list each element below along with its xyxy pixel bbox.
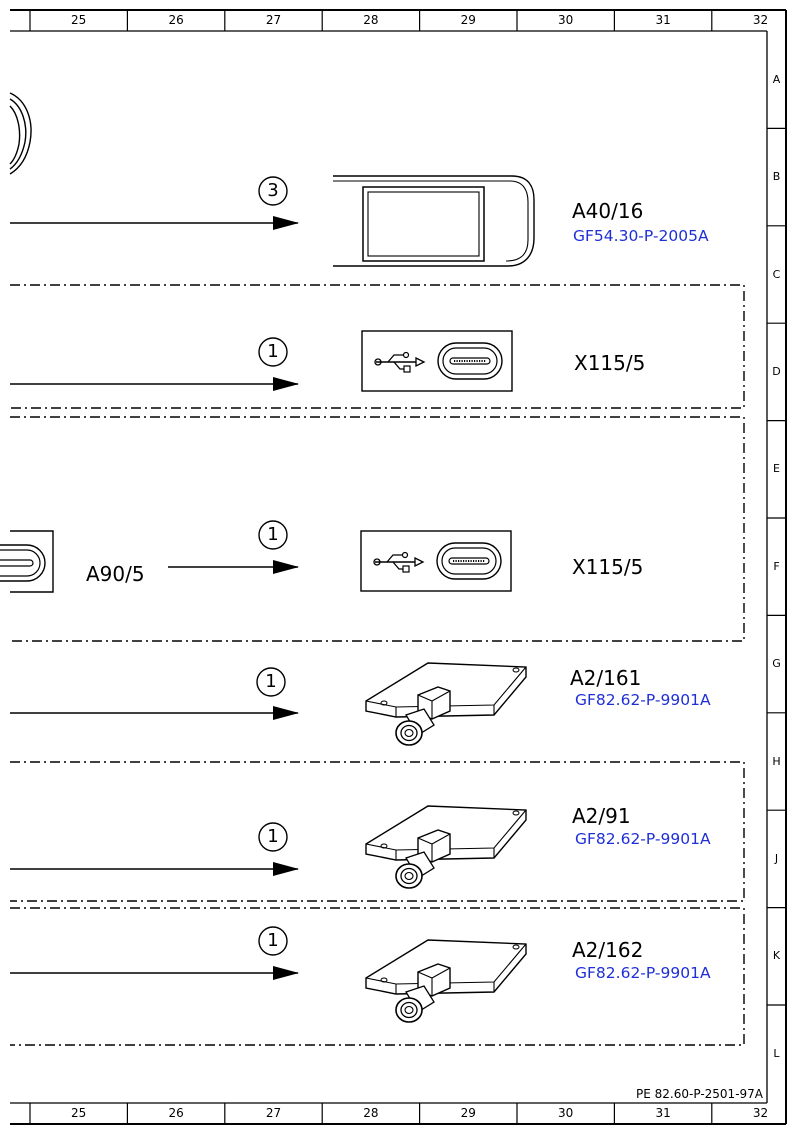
component-id-label: X115/5 — [574, 351, 646, 375]
column-label: 32 — [752, 13, 769, 27]
column-label: 28 — [363, 1106, 379, 1120]
column-label: 30 — [558, 1106, 574, 1120]
row-label: J — [774, 851, 779, 865]
component-id-label: A40/16 — [572, 199, 644, 223]
reference-link[interactable]: GF82.62-P-9901A — [575, 830, 711, 848]
drawing-frame — [10, 9, 787, 1125]
column-label: 28 — [363, 13, 379, 27]
column-label: 31 — [655, 1106, 671, 1120]
reference-link[interactable]: GF82.62-P-9901A — [575, 964, 711, 982]
column-label: 32 — [752, 1106, 769, 1120]
antenna-module-symbol — [365, 662, 527, 746]
antenna-module-symbol — [365, 939, 527, 1023]
drawing-number: PE 82.60-P-2501-97A — [636, 1087, 763, 1101]
column-label: 26 — [168, 13, 184, 27]
row-label: H — [772, 754, 781, 768]
display-unit-symbol — [333, 175, 535, 267]
partial-component-curve — [9, 92, 32, 175]
harness-boundaries — [10, 284, 745, 1046]
count-label: 1 — [265, 671, 277, 692]
column-label: 26 — [168, 1106, 184, 1120]
count-label: 1 — [267, 524, 279, 545]
count-label: 1 — [267, 826, 279, 847]
row-label: A — [772, 72, 781, 86]
column-label: 29 — [460, 13, 476, 27]
column-label: 30 — [558, 13, 574, 27]
column-label: 29 — [460, 1106, 476, 1120]
count-label: 3 — [267, 180, 279, 201]
column-label: 27 — [265, 1106, 282, 1120]
row-label: L — [773, 1046, 780, 1060]
component-id-label: A2/161 — [570, 666, 642, 690]
row-label: G — [772, 657, 781, 671]
row-label: B — [772, 170, 781, 184]
reference-link[interactable]: GF82.62-P-9901A — [575, 691, 711, 709]
usb-c-socket-symbol — [361, 330, 513, 392]
usb-c-socket-symbol — [360, 530, 512, 592]
component-id-label: A2/162 — [572, 938, 644, 962]
column-label: 25 — [71, 13, 87, 27]
reference-link[interactable]: GF54.30-P-2005A — [573, 227, 709, 245]
count-circles — [256, 176, 288, 956]
row-label: E — [773, 462, 780, 476]
source-component-label: A90/5 — [86, 562, 145, 586]
signal-arrows — [10, 216, 299, 980]
partial-usb-socket — [0, 530, 54, 593]
column-label: 25 — [71, 1106, 87, 1120]
count-label: 1 — [267, 930, 279, 951]
row-label: D — [772, 364, 781, 378]
component-id-label: X115/5 — [572, 555, 644, 579]
row-label: C — [772, 267, 781, 281]
column-label: 31 — [655, 13, 671, 27]
component-id-label: A2/91 — [572, 804, 631, 828]
count-label: 1 — [267, 341, 279, 362]
antenna-module-symbol — [365, 805, 527, 889]
row-label: F — [773, 559, 780, 573]
row-label: K — [772, 949, 781, 963]
column-label: 27 — [265, 13, 282, 27]
